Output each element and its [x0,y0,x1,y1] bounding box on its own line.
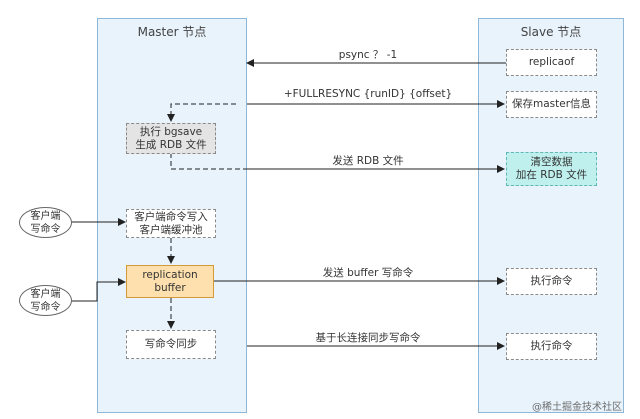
write-sync-box: 写命令同步 [126,330,216,359]
replication-buffer-line-2: buffer [154,281,186,294]
client-write-box: 客户端命令写入 客户端缓冲池 [126,209,216,238]
bgsave-box: 执行 bgsave 生成 RDB 文件 [126,123,216,154]
exec-cmd-box-2: 执行命令 [506,333,597,360]
clear-load-line-2: 加在 RDB 文件 [515,169,588,181]
client-write-line-1: 客户端命令写入 [134,210,208,223]
clear-load-line-1: 清空数据 [530,156,573,168]
client2-arrow [72,278,126,302]
long-conn-label: 基于长连接同步写命令 [315,332,421,344]
bgsave-line-2: 生成 RDB 文件 [135,138,207,151]
write-sync-label: 写命令同步 [144,338,198,350]
client-2-line-1: 客户端 [30,288,61,300]
client-1-line-1: 客户端 [30,210,61,222]
replicaof-box: replicaof [506,49,597,76]
client-ellipse-2: 客户端 写命令 [19,285,72,316]
send-rdb-label: 发送 RDB 文件 [332,155,404,167]
exec-cmd-label-2: 执行命令 [530,340,573,352]
client-2-line-2: 写命令 [30,301,61,313]
save-master-info-box: 保存master信息 [506,91,597,118]
exec-cmd-label-1: 执行命令 [530,275,573,287]
client-ellipse-1: 客户端 写命令 [19,207,72,238]
bgsave-line-1: 执行 bgsave [139,125,203,138]
client-1-line-2: 写命令 [30,223,61,235]
replication-buffer-line-1: replication [142,268,198,281]
clear-load-box: 清空数据 加在 RDB 文件 [506,152,597,186]
slave-lane-title: Slave 节点 [520,25,582,39]
master-lane-title: Master 节点 [137,25,207,39]
psync-label: psync ？ -1 [338,49,398,61]
send-buffer-label: 发送 buffer 写命令 [322,267,414,279]
fullresync-label: +FULLRESYNC {runID} {offset} [283,88,453,100]
save-master-info-label: 保存master信息 [511,98,592,110]
replication-buffer-box: replication buffer [126,265,214,298]
client-write-line-2: 客户端缓冲池 [139,223,203,236]
bgsave-to-send-line [170,153,247,170]
watermark: @稀土掘金技术社区 [532,402,622,413]
exec-cmd-box-1: 执行命令 [506,268,597,295]
bgsave-trigger-arrow [167,103,236,122]
replicaof-label: replicaof [528,56,575,68]
